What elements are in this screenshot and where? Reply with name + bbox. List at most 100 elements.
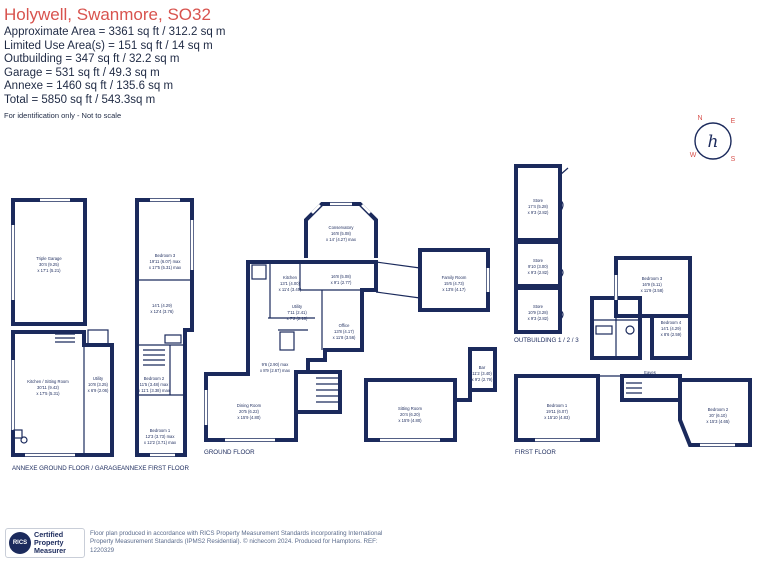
area-garage: Garage = 531 sq ft / 49.3 sq m [4, 66, 160, 79]
rics-logo: RICS [9, 532, 31, 554]
svg-text:20' (6.10): 20' (6.10) [709, 413, 727, 418]
svg-text:16'8 (5.08): 16'8 (5.08) [331, 274, 351, 279]
svg-text:16'8 (5.08): 16'8 (5.08) [331, 231, 351, 236]
bedroom3-walls [614, 256, 692, 318]
compass-n: N [697, 115, 702, 122]
svg-text:x 6'9 (2.06): x 6'9 (2.06) [88, 388, 109, 393]
page-title: Holywell, Swanmore, SO32 [4, 5, 211, 24]
svg-text:Dining Room: Dining Room [237, 403, 262, 408]
kitchen-island [251, 264, 267, 280]
compass-icon: h N E S W [690, 115, 736, 163]
svg-text:14'1 (4.29): 14'1 (4.29) [152, 303, 172, 308]
bar-walls [453, 347, 497, 402]
first-basin-icon [625, 325, 635, 335]
header: Holywell, Swanmore, SO32 Approximate Are… [4, 4, 226, 120]
svg-text:x 11'4 (3.45): x 11'4 (3.45) [279, 287, 302, 292]
svg-text:7'11 (2.41): 7'11 (2.41) [287, 310, 307, 315]
svg-text:Utility: Utility [292, 304, 303, 309]
svg-text:Bedroom 2: Bedroom 2 [708, 407, 729, 412]
svg-text:x 7'2 (2.18): x 7'2 (2.18) [287, 316, 308, 321]
area-outbuilding: Outbuilding = 347 sq ft / 32.2 sq m [4, 53, 180, 66]
svg-text:Bedroom 3: Bedroom 3 [155, 253, 176, 258]
svg-text:Store: Store [533, 304, 544, 309]
svg-text:Store: Store [533, 258, 544, 263]
svg-text:Bedroom 2: Bedroom 2 [144, 376, 165, 381]
svg-text:x 17'5 (5.31): x 17'5 (5.31) [36, 391, 60, 396]
scale-note: For identification only - Not to scale [4, 110, 122, 120]
floor-label-outbuilding: OUTBUILDING 1 / 2 / 3 [514, 337, 579, 344]
ground-floor: Conservatory 16'8 (5.08) x 14' (4.27) ma… [204, 202, 497, 456]
compass: h N E S W [683, 111, 743, 171]
annexe-ground-floor: Triple Garage 30'4 (9.25) x 17'1 (5.21) … [11, 198, 121, 472]
rics-badge: RICS Certified Property Measurer [5, 528, 85, 558]
svg-text:Eaves: Eaves [644, 370, 656, 375]
area-total: Total = 5850 sq ft / 543.3sq m [4, 93, 156, 106]
svg-text:13'1 (4.00): 13'1 (4.00) [280, 281, 300, 286]
area-approx: Approximate Area = 3361 sq ft / 312.2 sq… [4, 26, 226, 38]
svg-text:x 8'6 (2.59): x 8'6 (2.59) [661, 332, 682, 337]
svg-text:19'11 (6.07) max: 19'11 (6.07) max [150, 259, 182, 264]
svg-text:9'6 (2.90) max: 9'6 (2.90) max [262, 362, 290, 367]
annexe-first-walls [135, 198, 194, 457]
svg-text:x 15'10 (4.83): x 15'10 (4.83) [544, 415, 570, 420]
svg-text:13'8 (4.17): 13'8 (4.17) [334, 329, 354, 334]
svg-text:x 17'5 (5.31) max: x 17'5 (5.31) max [149, 265, 182, 270]
svg-text:Store: Store [533, 198, 544, 203]
svg-text:17'4 (5.28): 17'4 (5.28) [528, 204, 548, 209]
svg-text:Family Room: Family Room [442, 275, 467, 280]
ground-stairs-icon [316, 377, 338, 403]
svg-text:16'9 (5.11): 16'9 (5.11) [642, 282, 662, 287]
floor-label-first: FIRST FLOOR [515, 449, 556, 456]
area-annexe: Annexe = 1460 sq ft / 135.6 sq m [4, 80, 174, 93]
svg-text:x 15'3 (4.65): x 15'3 (4.65) [706, 419, 730, 424]
floor-label-annexe-ground: ANNEXE GROUND FLOOR / GARAGE [12, 465, 121, 472]
svg-text:x 9'3 (2.82): x 9'3 (2.82) [528, 210, 549, 215]
family-room-walls [418, 248, 490, 312]
svg-text:x 12'2 (3.71) max: x 12'2 (3.71) max [144, 440, 177, 445]
svg-text:x 11'1 (3.38) max: x 11'1 (3.38) max [138, 388, 171, 393]
compass-w: W [690, 152, 697, 159]
rics-text: Certified Property Measurer [34, 530, 66, 555]
outbuildings: Store 17'4 (5.28) x 9'3 (2.82) Store 9'1… [514, 164, 579, 344]
svg-text:Conservatory: Conservatory [329, 225, 355, 230]
svg-text:Kitchen: Kitchen [283, 275, 298, 280]
svg-text:x 17'1 (5.21): x 17'1 (5.21) [37, 268, 61, 273]
stair-hall-walls [296, 370, 342, 414]
svg-text:x 9'3 (2.82): x 9'3 (2.82) [528, 316, 549, 321]
svg-text:x 15'9 (4.80): x 15'9 (4.80) [237, 415, 261, 420]
annexe-stairs-icon [55, 333, 75, 343]
first-bath-icon [595, 325, 613, 335]
area-limited: Limited Use Area(s) = 151 sq ft / 14 sq … [4, 39, 213, 52]
svg-text:x 9'3 (2.82): x 9'3 (2.82) [528, 270, 549, 275]
svg-text:Office: Office [339, 323, 351, 328]
svg-text:Bedroom 1: Bedroom 1 [547, 403, 568, 408]
svg-text:9'10 (3.00): 9'10 (3.00) [528, 264, 548, 269]
svg-text:11'2 (3.40): 11'2 (3.40) [472, 371, 492, 376]
svg-text:Bedroom 1: Bedroom 1 [150, 428, 171, 433]
svg-text:11'5 (3.48) max: 11'5 (3.48) max [140, 382, 170, 387]
svg-text:Utility: Utility [93, 376, 104, 381]
ground-wc [279, 331, 295, 351]
bedroom4-walls [650, 314, 692, 360]
svg-text:10'8 (3.25): 10'8 (3.25) [88, 382, 108, 387]
svg-text:Triple Garage: Triple Garage [36, 256, 62, 261]
annexe-bath-icon [164, 334, 182, 344]
floor-label-annexe-first: ANNEXE FIRST FLOOR [121, 465, 189, 472]
kitchen-sitting-walls [11, 330, 114, 457]
first-floor: Bedroom 3 16'9 (5.11) x 11'9 (3.58) Bedr… [514, 256, 752, 456]
annexe-first-floor: Bedroom 3 19'11 (6.07) max x 17'5 (5.31)… [121, 198, 194, 472]
first-stairs-icon [626, 382, 642, 394]
svg-text:Bedroom 3: Bedroom 3 [642, 276, 663, 281]
svg-text:20'5 (6.22): 20'5 (6.22) [239, 409, 259, 414]
svg-text:x 13'8 (4.17): x 13'8 (4.17) [442, 287, 466, 292]
svg-text:30'4 (9.25): 30'4 (9.25) [39, 262, 59, 267]
sitting-room-walls [364, 378, 457, 442]
footer-disclaimer: Floor plan produced in accordance with R… [90, 530, 383, 554]
svg-text:12'3 (3.73) max: 12'3 (3.73) max [146, 434, 176, 439]
svg-text:x 9'1 (2.77): x 9'1 (2.77) [331, 280, 352, 285]
svg-text:Sitting Room: Sitting Room [398, 406, 422, 411]
bedroom1-walls [514, 374, 600, 442]
first-bath-walls [590, 296, 642, 360]
svg-text:x 11'9 (3.58): x 11'9 (3.58) [641, 288, 664, 293]
